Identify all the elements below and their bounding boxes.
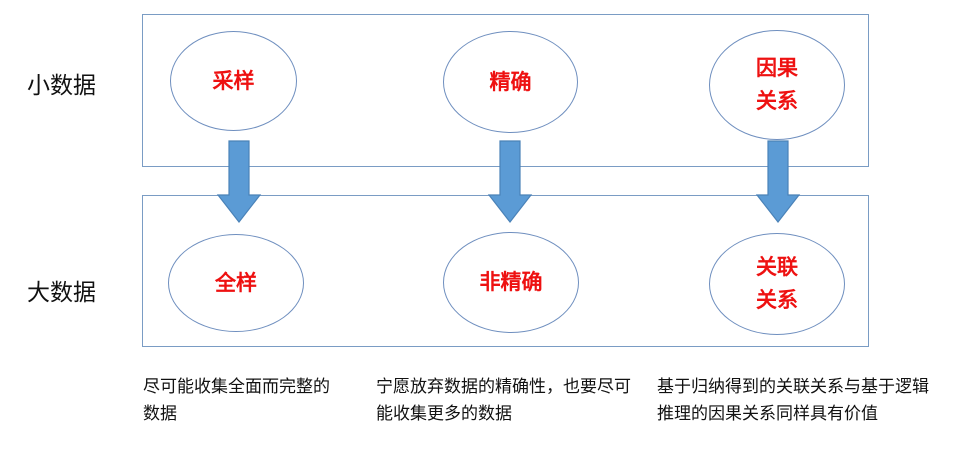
ellipse-correlation-text: 关联 关系 [756, 255, 798, 312]
ellipse-correlation: 关联 关系 [709, 233, 845, 335]
ellipse-full-sample-text: 全样 [215, 270, 257, 295]
description-imprecise: 宁愿放弃数据的精确性，也要尽可能收集更多的数据 [376, 377, 631, 424]
ellipse-imprecise: 非精确 [443, 232, 579, 333]
description-full-sample: 尽可能收集全面而完整的数据 [143, 377, 330, 424]
ellipse-precise-text: 精确 [489, 69, 532, 94]
ellipse-precise: 精确 [443, 31, 578, 133]
ellipse-full-sample: 全样 [168, 234, 304, 332]
small-data-label: 小数据 [27, 73, 96, 99]
down-arrow-icon [755, 140, 801, 223]
big-data-label: 大数据 [27, 280, 96, 306]
down-arrow-icon [216, 140, 262, 223]
ellipse-sampling-text: 采样 [212, 68, 255, 93]
ellipse-sampling: 采样 [170, 31, 297, 131]
ellipse-causal-text: 因果 关系 [756, 56, 798, 113]
down-arrow-icon [487, 140, 533, 223]
ellipse-imprecise-text: 非精确 [479, 270, 543, 294]
description-correlation: 基于归纳得到的关联关系与基于逻辑推理的因果关系同样具有价值 [657, 377, 929, 424]
ellipse-causal: 因果 关系 [709, 30, 845, 140]
